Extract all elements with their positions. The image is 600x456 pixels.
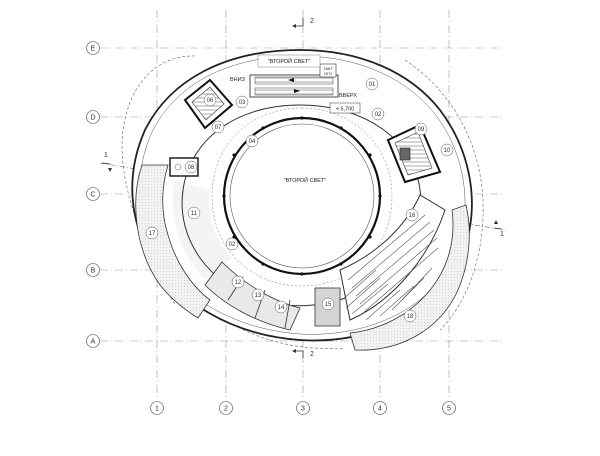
svg-text:D: D [90,115,95,122]
svg-text:13: 13 [255,293,262,299]
down-label: ВНИЗ [230,77,246,83]
atrium [222,116,382,276]
svg-text:15: 15 [325,302,332,308]
svg-text:04: 04 [249,139,256,145]
svg-text:1: 1 [500,231,504,238]
room-16: 16 [405,208,419,222]
room-08: 08 [184,160,198,174]
svg-text:06: 06 [207,98,214,104]
escalator: ТАКТ ОГО [249,63,339,98]
grid-row-marker-e: E [86,41,100,55]
svg-text:14: 14 [278,305,285,311]
svg-text:03: 03 [239,100,246,106]
svg-text:12: 12 [235,280,242,286]
svg-text:ОГО: ОГО [324,71,332,76]
grid-col-marker-4: 4 [373,401,387,415]
room-07: 07 [211,120,225,134]
left-wing-17 [135,164,211,319]
svg-text:10: 10 [444,148,451,154]
grid-row-marker-b: B [86,263,100,277]
room-09: 09 [414,122,428,136]
svg-text:02: 02 [229,242,236,248]
elevation-mark: + 5,700 [329,102,361,114]
svg-text:E: E [91,46,96,53]
svg-text:16: 16 [409,213,416,219]
room-10: 10 [440,143,454,157]
stair-core-09 [386,123,442,184]
svg-text:09: 09 [418,127,425,133]
grid-row-marker-c: C [86,187,100,201]
svg-text:"ВТОРОЙ СВЕТ": "ВТОРОЙ СВЕТ" [268,57,311,65]
svg-text:B: B [91,268,96,275]
second-light-center: "ВТОРОЙ СВЕТ" [284,176,327,184]
room-12: 12 [231,275,245,289]
grid-col-marker-5: 5 [442,401,456,415]
second-light-top: "ВТОРОЙ СВЕТ" [257,54,321,68]
section-mark-top: 2 [292,18,314,28]
svg-text:07: 07 [215,125,222,131]
section-mark-left: 1 [101,152,112,172]
room-17: 17 [145,226,159,240]
up-label: ВВЕРХ [339,93,357,99]
room-02-west: 02 [225,237,239,251]
grid-row-marker-a: A [86,334,100,348]
svg-text:02: 02 [375,112,382,118]
svg-text:1: 1 [155,406,159,413]
svg-text:ТАКТ: ТАКТ [323,66,333,71]
grid-col-marker-2: 2 [219,401,233,415]
section-mark-right: 1 [493,220,504,238]
svg-text:2: 2 [310,351,314,358]
grid-col-marker-3: 3 [296,401,310,415]
svg-text:+ 5,700: + 5,700 [336,107,355,113]
svg-text:01: 01 [369,82,376,88]
svg-text:2: 2 [310,18,314,25]
room-14: 14 [274,300,288,314]
room-15: 15 [321,297,335,311]
svg-text:A: A [91,339,96,346]
svg-text:2: 2 [224,406,228,413]
inner-ring-wall [211,107,393,287]
svg-text:11: 11 [191,211,198,217]
grid-row-marker-d: D [86,110,100,124]
svg-text:18: 18 [407,314,414,320]
room-02-north: 02 [371,107,385,121]
room-markers: 01 02 02 03 04 06 07 08 09 10 11 12 13 1… [145,77,454,323]
svg-text:17: 17 [149,231,156,237]
svg-text:5: 5 [447,406,451,413]
svg-text:4: 4 [378,406,382,413]
room-06: 06 [203,93,217,107]
room-03: 03 [235,95,249,109]
svg-text:08: 08 [188,165,195,171]
room-18: 18 [403,309,417,323]
room-04: 04 [245,134,259,148]
room-11: 11 [187,206,201,220]
room-13: 13 [251,288,265,302]
auditorium [339,194,446,321]
section-mark-bottom: 2 [292,349,314,358]
grid-col-marker-1: 1 [150,401,164,415]
atrium-columns [222,116,382,276]
svg-text:1: 1 [104,152,108,159]
svg-text:3: 3 [301,406,305,413]
grid-col-markers: 1 2 3 4 5 [150,401,456,415]
room-01: 01 [365,77,379,91]
gallery-ring [173,180,232,280]
svg-text:C: C [90,192,95,199]
grid-row-markers: E D C B A [86,41,100,348]
